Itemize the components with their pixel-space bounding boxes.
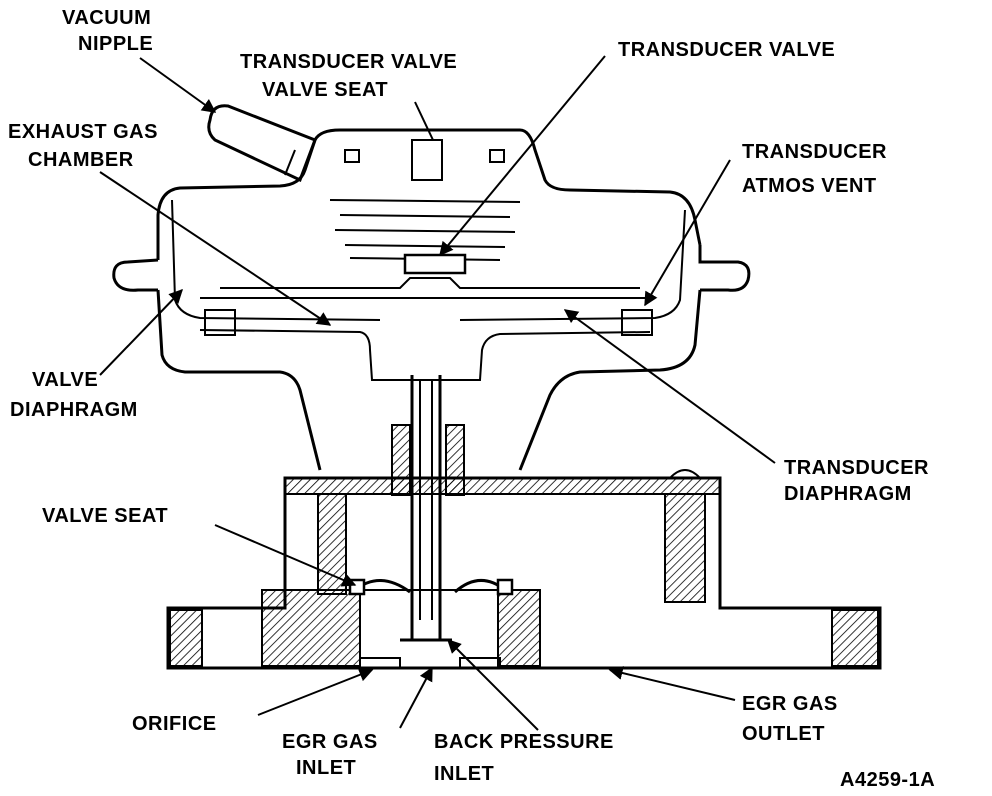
leader-egr-gas-outlet (608, 666, 736, 701)
label-egr-gas-outlet-2: OUTLET (742, 723, 825, 745)
leader-orifice (257, 668, 374, 716)
label-transducer-valve-seat-2: VALVE SEAT (262, 79, 388, 101)
leader-back-pressure-inlet (447, 639, 539, 731)
label-transducer-diaphragm-2: DIAPHRAGM (784, 483, 912, 505)
label-transducer-atmos-vent-1: TRANSDUCER (742, 141, 887, 163)
label-egr-gas-inlet-2: INLET (296, 757, 356, 779)
leader-transducer-atmos-vent (644, 159, 731, 307)
label-exhaust-gas-chamber-2: CHAMBER (28, 149, 134, 171)
label-back-pressure-inlet-2: INLET (434, 763, 494, 785)
label-orifice: ORIFICE (132, 713, 217, 735)
leader-exhaust-gas-chamber (99, 171, 332, 326)
leader-valve-diaphragm (99, 288, 183, 376)
upper-housing (112, 128, 751, 471)
label-egr-gas-inlet-1: EGR GAS (282, 731, 378, 753)
labels: VACUUM NIPPLE TRANSDUCER VALVE VALVE SEA… (8, 7, 935, 791)
leader-valve-seat (214, 524, 357, 587)
label-transducer-valve: TRANSDUCER VALVE (618, 39, 835, 61)
leader-vacuum-nipple (139, 57, 217, 113)
lower-body (166, 469, 882, 670)
label-back-pressure-inlet-1: BACK PRESSURE (434, 731, 614, 753)
vacuum-nipple (207, 104, 317, 183)
valve-stem (391, 375, 465, 642)
label-valve-diaphragm-2: DIAPHRAGM (10, 399, 138, 421)
label-vacuum-nipple-2: NIPPLE (78, 33, 153, 55)
leader-transducer-valve (439, 55, 606, 257)
leader-lines (99, 55, 776, 731)
label-vacuum-nipple-1: VACUUM (62, 7, 151, 29)
leader-transducer-valve-seat (414, 101, 434, 141)
label-exhaust-gas-chamber-1: EXHAUST GAS (8, 121, 158, 143)
label-transducer-valve-seat-1: TRANSDUCER VALVE (240, 51, 457, 73)
label-valve-diaphragm-1: VALVE (32, 369, 98, 391)
leader-egr-gas-inlet (399, 666, 433, 729)
figure-id: A4259-1A (840, 769, 935, 791)
leader-transducer-diaphragm (563, 309, 776, 464)
label-egr-gas-outlet-1: EGR GAS (742, 693, 838, 715)
label-transducer-atmos-vent-2: ATMOS VENT (742, 175, 877, 197)
label-valve-seat: VALVE SEAT (42, 505, 168, 527)
label-transducer-diaphragm-1: TRANSDUCER (784, 457, 929, 479)
